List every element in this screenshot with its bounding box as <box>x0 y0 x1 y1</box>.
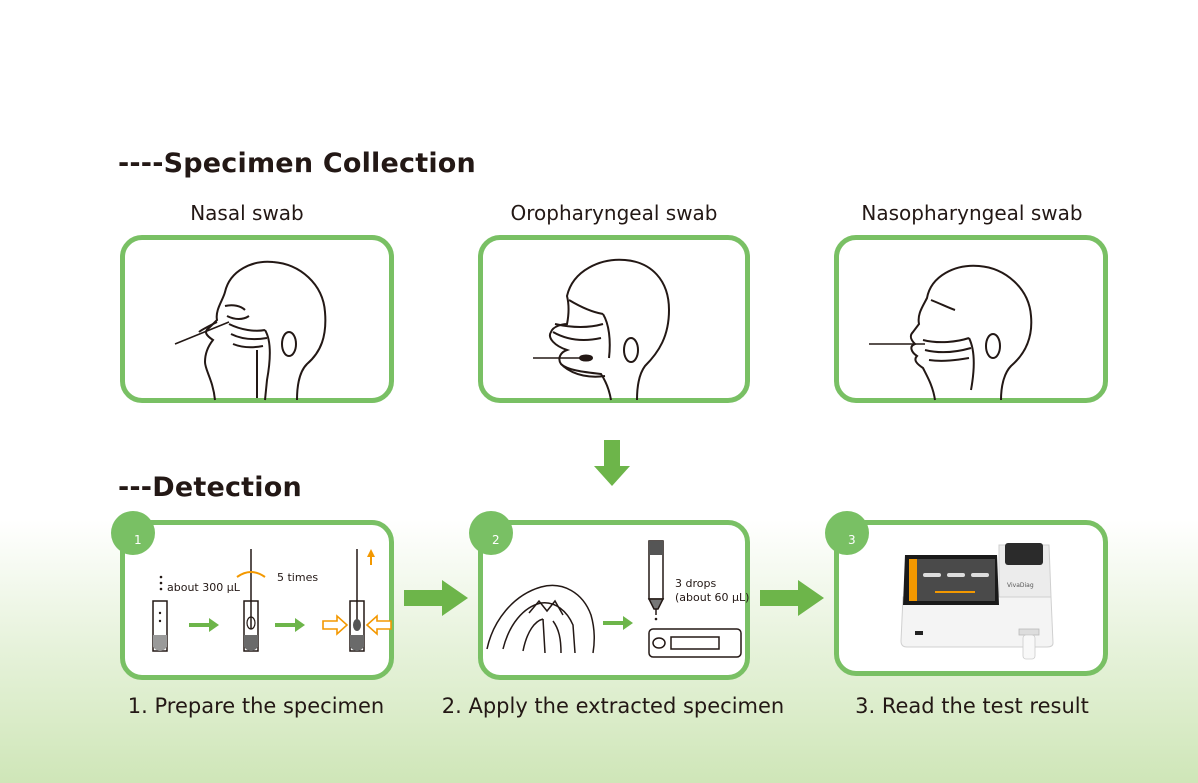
step-1-label: 1. Prepare the specimen <box>127 694 385 718</box>
drops-volume-note: (about 60 µL) <box>675 591 749 604</box>
step-2-label: 2. Apply the extracted specimen <box>441 694 785 718</box>
nasopharyngeal-swab-panel <box>834 235 1108 403</box>
right-arrow-icon-1 <box>404 580 468 616</box>
oropharyngeal-swab-label: Oropharyngeal swab <box>510 201 718 225</box>
step-1-badge: 1 <box>111 511 155 555</box>
step-3-label: 3. Read the test result <box>855 694 1089 718</box>
mix-note: 5 times <box>277 571 318 584</box>
step-1-panel: 1 about 300 µL 5 times <box>111 511 394 680</box>
nasal-swab-label: Nasal swab <box>190 201 304 225</box>
specimen-collection-title: ----Specimen Collection <box>118 148 476 179</box>
device-brand: VivaDiag <box>1007 582 1034 589</box>
right-arrow-icon-2 <box>760 580 824 616</box>
prepare-specimen-illustration: about 300 µL 5 times <box>152 549 392 652</box>
nasal-swab-illustration <box>174 260 327 401</box>
volume-note: about 300 µL <box>167 581 241 594</box>
analyzer-device-illustration: VivaDiag <box>900 543 1054 660</box>
nasal-swab-panel <box>120 235 394 403</box>
nasopharyngeal-swab-illustration <box>869 264 1033 401</box>
detection-title: ---Detection <box>118 472 302 503</box>
step-3-panel: 3 VivaDiag <box>825 511 1108 676</box>
step-2-panel: 2 3 drops (about 60 µL) <box>469 511 750 680</box>
down-arrow-icon <box>594 440 630 486</box>
step-2-badge: 2 <box>469 511 513 555</box>
nasopharyngeal-swab-label: Nasopharyngeal swab <box>861 201 1083 225</box>
oropharyngeal-swab-panel <box>478 235 750 403</box>
apply-specimen-illustration: 3 drops (about 60 µL) <box>486 540 749 658</box>
drops-note: 3 drops <box>675 577 716 590</box>
step-3-badge: 3 <box>825 511 869 555</box>
oropharyngeal-swab-illustration <box>533 258 671 401</box>
